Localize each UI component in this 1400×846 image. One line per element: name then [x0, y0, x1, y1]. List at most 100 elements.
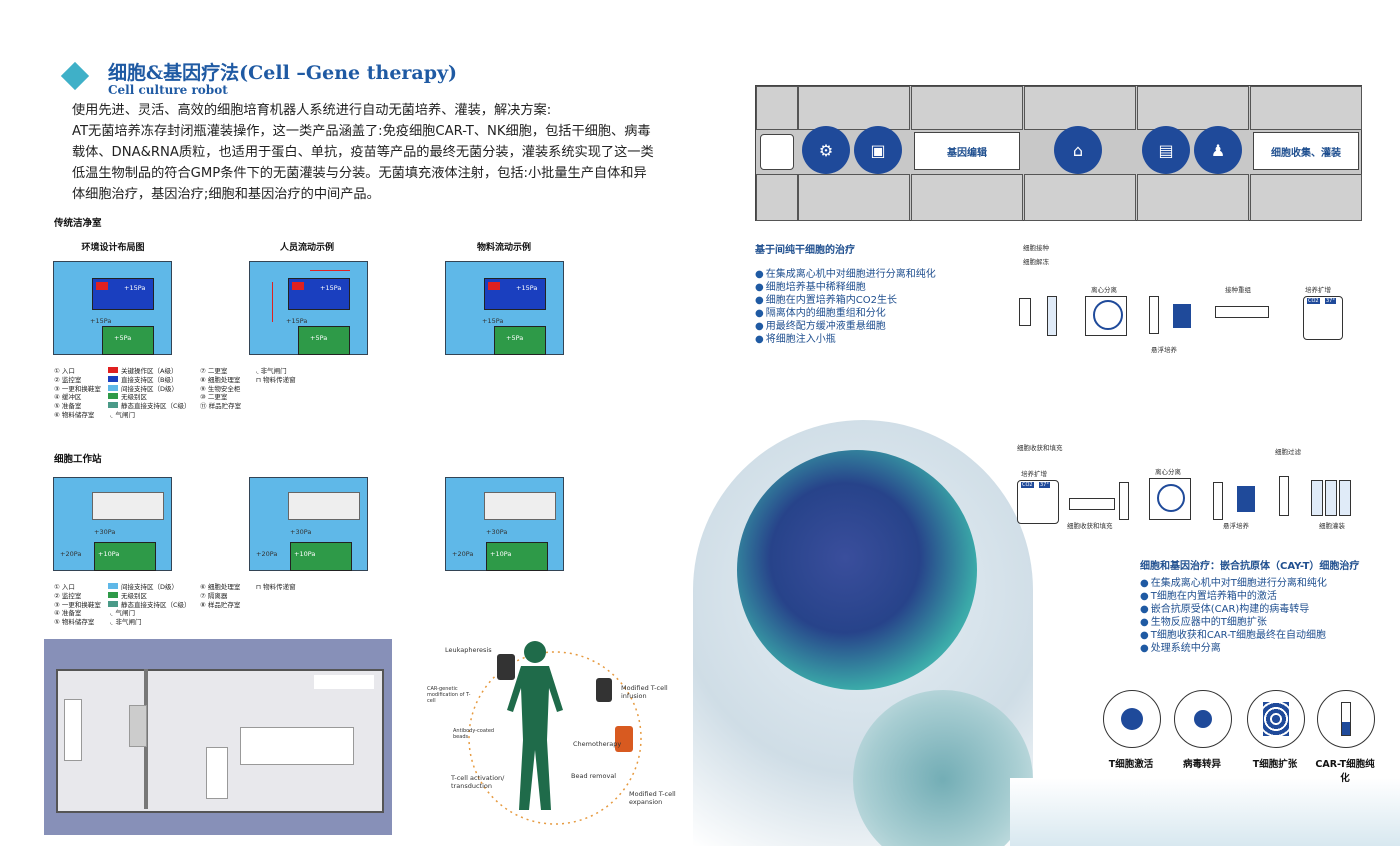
pressure-label: +15Pa	[124, 284, 146, 292]
stem-heading: 基于间纯干细胞的治疗	[755, 245, 855, 256]
legend-item: ⑦ 二更室	[200, 367, 228, 375]
flow-label: 离心分离	[1155, 468, 1181, 476]
stage-harvest-fill: 细胞收集、灌装	[1253, 132, 1359, 170]
list-item: 生物反应器中的T细胞扩张	[1140, 616, 1327, 629]
pressure-label: +5Pa	[506, 334, 524, 342]
legend-item: ⊓ 物料传递窗	[256, 375, 296, 384]
intro-paragraph: 使用先进、灵活、高效的细胞培育机器人系统进行自动无菌培养、灌装，解决方案: AT…	[72, 100, 702, 205]
floor-plan-workstation-3: +30Pa +20Pa +10Pa	[445, 477, 564, 571]
legend-item: ② 监控室	[54, 591, 82, 600]
label-chemotherapy: Chemotherapy	[573, 740, 622, 748]
icon-label-purification: CAR-T细胞纯化	[1315, 759, 1375, 784]
legend-item: 静态直接支持区（C级）	[108, 402, 191, 411]
label-car-modification: CAR-genetic modification of T-cell	[427, 686, 471, 704]
pressure-label: +15Pa	[516, 284, 538, 292]
legend-item: ① 入口	[54, 367, 75, 375]
intro-line: 载体、DNA&RNA质粒，也适用于蛋白、单抗，疫苗等产品的最终无菌分装，灌装系统…	[72, 145, 654, 160]
legend-item: ④ 准备室	[54, 609, 82, 618]
legend-item: 无级别区	[108, 393, 191, 402]
flow-label: 悬浮培养	[1223, 522, 1249, 530]
pressure-label: +10Pa	[490, 550, 512, 558]
page-subtitle: Cell culture robot	[108, 83, 228, 97]
pressure-label: +30Pa	[290, 528, 312, 536]
flow-label: 细胞解冻	[1023, 258, 1049, 266]
caption-layout: 环境设计布局图	[81, 243, 145, 253]
stem-process-flow: 细胞接种 细胞解冻 离心分离 悬浮培养 接种重组 培养扩增 CO2 37°	[1015, 240, 1345, 355]
legend-item: ⑦ 隔离器	[200, 591, 228, 600]
floor-plan-workstation-1: +30Pa +20Pa +10Pa	[53, 477, 172, 571]
legend-zones: 关键操作区（A级） 直接支持区（B级） 间接支持区（D级） 无级别区 静态直接支…	[108, 367, 191, 420]
legend-item: ⑨ 生物安全柜	[200, 384, 241, 393]
stem-bullets: 在集成离心机中对细胞进行分离和纯化 细胞培养基中稀释细胞 细胞在内置培养箱内CO…	[755, 268, 936, 346]
flow-label: 悬浮培养	[1151, 346, 1177, 354]
legend-item: ⑥ 细胞处理室	[200, 583, 241, 591]
legend-item: 间接支持区（D级）	[108, 384, 191, 394]
pressure-label: +15Pa	[286, 317, 308, 325]
label-beads: Antibody-coated beads	[453, 728, 495, 740]
label-activation: T-cell activation/ transduction	[451, 774, 505, 790]
virus-transduction-icon	[1174, 690, 1232, 748]
pressure-label: +30Pa	[94, 528, 116, 536]
icon-label-activation: T细胞激活	[1108, 759, 1154, 770]
pressure-label: +10Pa	[294, 550, 316, 558]
cell-microscopy-image	[693, 420, 1033, 846]
intro-line: 低温生物制品的符合GMP条件下的无菌灌装与分装。无菌填充液体注射，包括:小批量生…	[72, 166, 647, 181]
bioreactor-icon: ⌂	[1054, 126, 1102, 174]
flow-label: 细胞接种	[1023, 244, 1049, 252]
legend-item: ⑧ 细胞处理室	[200, 375, 241, 384]
legend-item: ⑤ 准备室	[54, 402, 82, 411]
flow-label: 细胞收获和填充	[1017, 444, 1063, 452]
legend-ws-doors: ⊓ 物料传递窗	[256, 583, 296, 592]
flow-label: 细胞灌装	[1319, 522, 1345, 530]
intro-line: AT无菌培养冻存封闭瓶灌装操作，这一类产品涵盖了:免疫细胞CAR-T、NK细胞，…	[72, 124, 651, 139]
intro-line: 体细胞治疗，基因治疗;细胞和基因治疗的中间产品。	[72, 187, 380, 202]
floor-plan-personnel: +15Pa +5Pa +15Pa	[249, 261, 368, 355]
flow-label: 培养扩增	[1021, 470, 1047, 478]
list-item: T细胞收获和CAR-T细胞最终在自动细胞	[1140, 629, 1327, 642]
legend-item: 直接支持区（B级）	[108, 375, 191, 385]
legend-ws-zones: 间接支持区（D级） 无级别区 静态直接支持区（C级） ◟气闸门 ◟非气闸门	[108, 583, 191, 627]
car-t-purification-icon	[1317, 690, 1375, 748]
icon-label-transduction: 病毒转异	[1182, 759, 1221, 770]
t-cell-expansion-icon	[1247, 690, 1305, 748]
legend-entrances: ① 入口 ② 监控室 ③ 一更和换鞋室 ④ 缓冲区 ⑤ 准备室 ⑥ 物料储存室	[54, 367, 101, 420]
floor-plan-workstation-2: +30Pa +20Pa +10Pa	[249, 477, 368, 571]
car-t-process-diagram: Leukapheresis CAR-genetic modification o…	[425, 640, 685, 840]
section-diamond-icon	[60, 61, 90, 91]
co2-tag: CO2	[1021, 482, 1034, 488]
list-item: 用最终配方缓冲液重悬细胞	[755, 320, 936, 333]
monitor-icon: ▤	[1142, 126, 1190, 174]
pressure-label: +20Pa	[60, 550, 82, 558]
flow-label: 培养扩增	[1305, 286, 1331, 294]
caption-personnel: 人员流动示例	[279, 243, 334, 253]
robot-icon: ♟	[1194, 126, 1242, 174]
pressure-label: +15Pa	[320, 284, 342, 292]
page-title: 细胞&基因疗法(Cell –Gene therapy)	[108, 62, 458, 84]
list-item: T细胞在内置培养箱中的激活	[1140, 590, 1327, 603]
legend-item: ◟ 非气闸门	[256, 367, 287, 375]
pressure-label: +15Pa	[482, 317, 504, 325]
pressure-label: +5Pa	[310, 334, 328, 342]
caption-material: 物料流动示例	[476, 243, 531, 253]
list-item: 细胞在内置培养箱内CO2生长	[755, 294, 936, 307]
legend-ws-entrances: ① 入口 ② 监控室 ③ 一更和换鞋室 ④ 准备室 ⑤ 物料储存室	[54, 583, 101, 627]
list-item: 在集成离心机中对T细胞进行分离和纯化	[1140, 577, 1327, 590]
cart-heading: 细胞和基因治疗：嵌合抗原体（CAY-T）细胞治疗	[1140, 561, 1360, 572]
pressure-label: +5Pa	[114, 334, 132, 342]
pressure-label: +30Pa	[486, 528, 508, 536]
flow-label: 离心分离	[1091, 286, 1117, 294]
pressure-label: +20Pa	[256, 550, 278, 558]
harvest-process-flow: 细胞收获和填充 培养扩增 CO2 37° 细胞收获和填充 离心分离 悬浮培养 细…	[1015, 440, 1360, 530]
legend-item: ⑪ 样品贮存室	[200, 402, 242, 411]
legend-item: ① 入口	[54, 583, 75, 591]
incubator-icon: ▣	[854, 126, 902, 174]
temp-tag: 37°	[1039, 482, 1050, 488]
pressure-label: +20Pa	[452, 550, 474, 558]
cart-bullets: 在集成离心机中对T细胞进行分离和纯化 T细胞在内置培养箱中的激活 嵌合抗原受体(…	[1140, 577, 1327, 655]
intro-line: 使用先进、灵活、高效的细胞培育机器人系统进行自动无菌培养、灌装，解决方案:	[72, 103, 552, 118]
legend-item: ⊓ 物料传递窗	[256, 583, 296, 591]
flow-label: 细胞收获和填充	[1067, 522, 1113, 530]
legend-item: ⑩ 二更室	[200, 393, 228, 402]
pressure-label: +10Pa	[98, 550, 120, 558]
t-cell-activation-icon	[1103, 690, 1161, 748]
